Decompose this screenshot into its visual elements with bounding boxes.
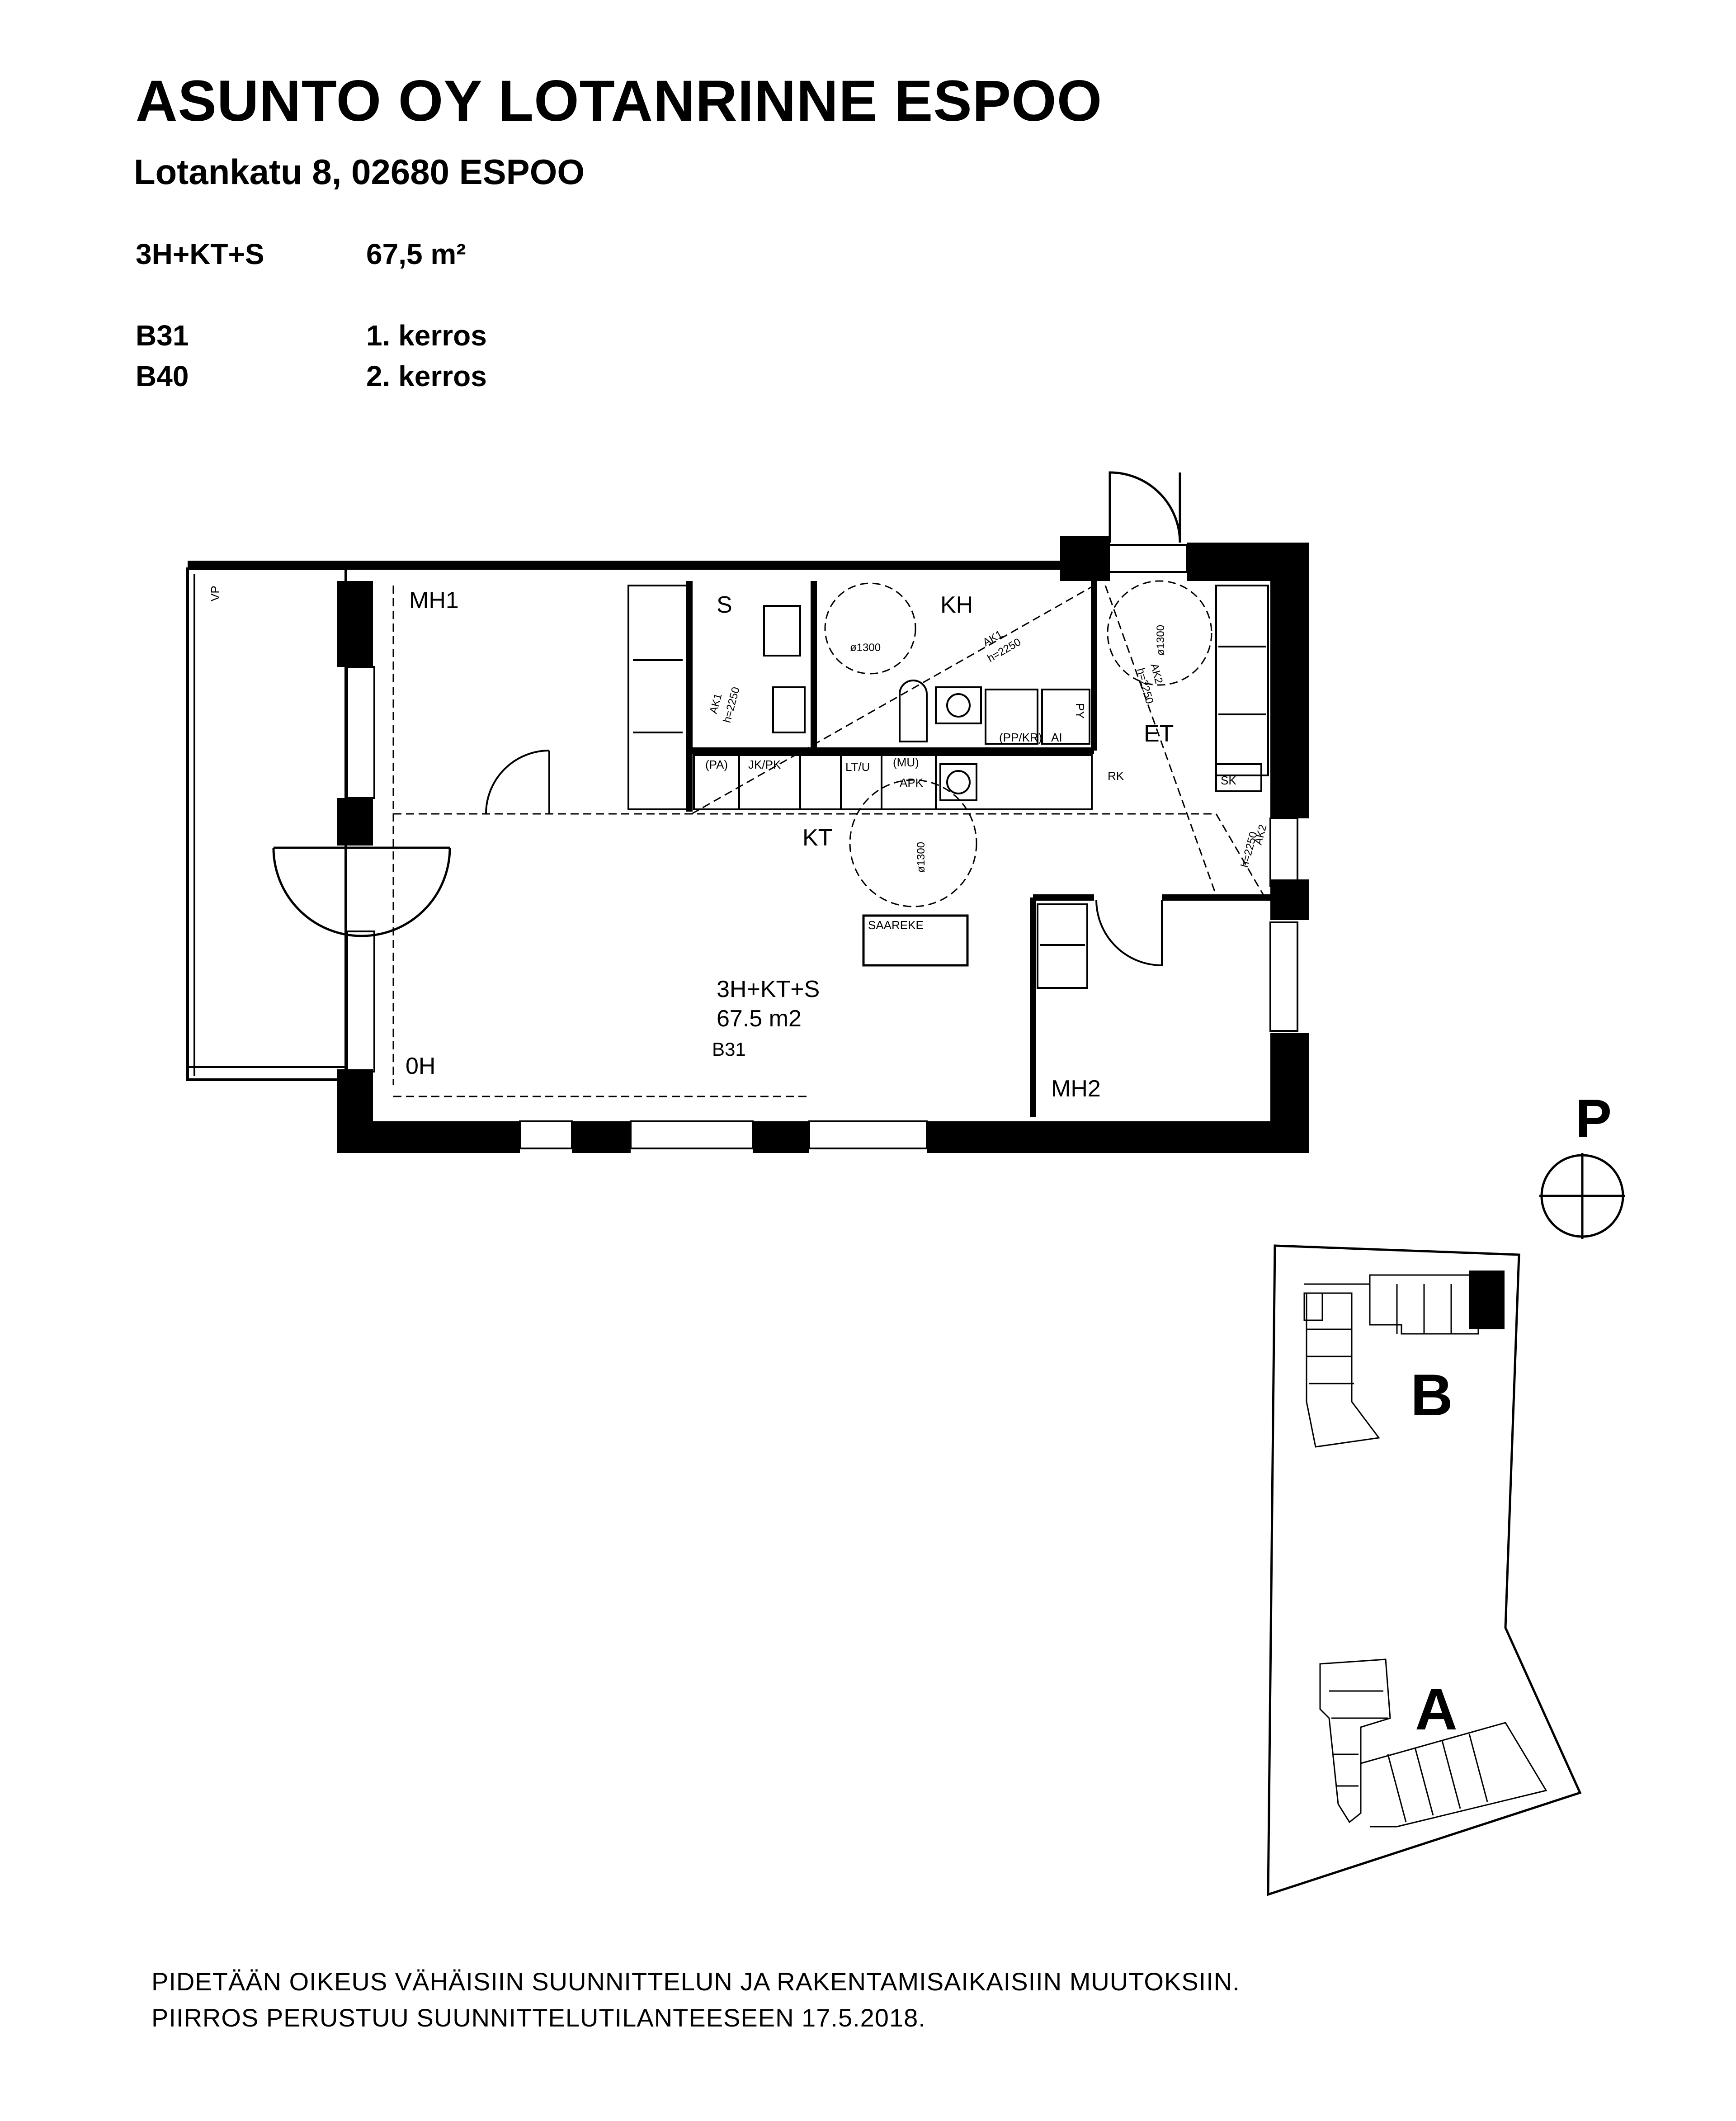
room-label-kh: KH — [940, 592, 973, 618]
page-title: ASUNTO OY LOTANRINNE ESPOO — [136, 69, 1103, 133]
entrance-door — [1109, 471, 1181, 543]
room-label-oh: 0H — [406, 1053, 435, 1079]
dim-d1300-kt: ø1300 — [915, 842, 927, 873]
dim-d1300-et: ø1300 — [1155, 625, 1167, 656]
north-arrow-icon: P — [1539, 1088, 1625, 1239]
address: Lotankatu 8, 02680 ESPOO — [134, 152, 585, 192]
apartment-area: 67,5 m² — [366, 238, 466, 270]
fixture-rk: RK — [1108, 769, 1124, 783]
exterior-walls — [188, 536, 1309, 1153]
fixture-ai: AI — [1051, 731, 1062, 744]
footer-line-2: PIIRROS PERUSTUU SUUNNITTELUTILANTEESEEN… — [151, 2003, 926, 2032]
interior-door-swings — [485, 750, 1163, 967]
unit-code-2: B40 — [136, 360, 189, 392]
center-type: 3H+KT+S — [717, 976, 820, 1002]
unit-floor-2: 2. kerros — [366, 360, 487, 392]
balcony-door — [272, 846, 451, 937]
fixture-ppkr: (PP/KR) — [999, 731, 1042, 744]
fixture-pa: (PA) — [705, 758, 728, 771]
fixture-apk: APK — [900, 776, 924, 789]
dim-ak1-s: AK1 — [708, 692, 725, 715]
fixture-mu: (MU) — [893, 756, 919, 769]
interior-walls — [686, 581, 1270, 1117]
bath-fixtures — [763, 605, 1090, 745]
fixture-py: PY — [1073, 703, 1087, 719]
kitchen-counter — [693, 754, 1262, 810]
room-label-vp: VP — [208, 586, 222, 601]
compass-label: P — [1576, 1088, 1612, 1149]
room-label-mh2: MH2 — [1051, 1076, 1101, 1102]
kitchen-island — [862, 914, 969, 967]
unit-code-1: B31 — [136, 319, 189, 352]
site-label-a: A — [1415, 1676, 1458, 1742]
room-label-s: S — [717, 592, 732, 618]
room-label-kt: KT — [802, 825, 832, 851]
dashed-lines — [392, 580, 1264, 1097]
site-plan — [1267, 1244, 1582, 1896]
apartment-type: 3H+KT+S — [136, 238, 264, 270]
fixture-sk: SK — [1221, 774, 1236, 787]
center-unit: B31 — [712, 1039, 746, 1060]
unit-floor-1: 1. kerros — [366, 319, 487, 352]
fixture-saareke: SAAREKE — [868, 918, 924, 932]
dim-ak1-s-h: h=2250 — [721, 686, 742, 724]
fixture-ltu: LT/U — [845, 760, 870, 774]
room-label-mh1: MH1 — [409, 587, 459, 614]
fixture-jkpk: JK/PK — [748, 758, 781, 771]
dim-ak2-kt-h: h=2250 — [1239, 831, 1260, 869]
dim-d1300-kh: ø1300 — [850, 642, 881, 654]
footer-line-1: PIDETÄÄN OIKEUS VÄHÄISIIN SUUNNITTELUN J… — [151, 1967, 1240, 1996]
balcony — [186, 567, 347, 1081]
site-label-b: B — [1410, 1362, 1453, 1428]
wardrobes — [627, 585, 1269, 989]
room-label-et: ET — [1144, 721, 1174, 747]
center-area: 67.5 m2 — [717, 1006, 802, 1032]
